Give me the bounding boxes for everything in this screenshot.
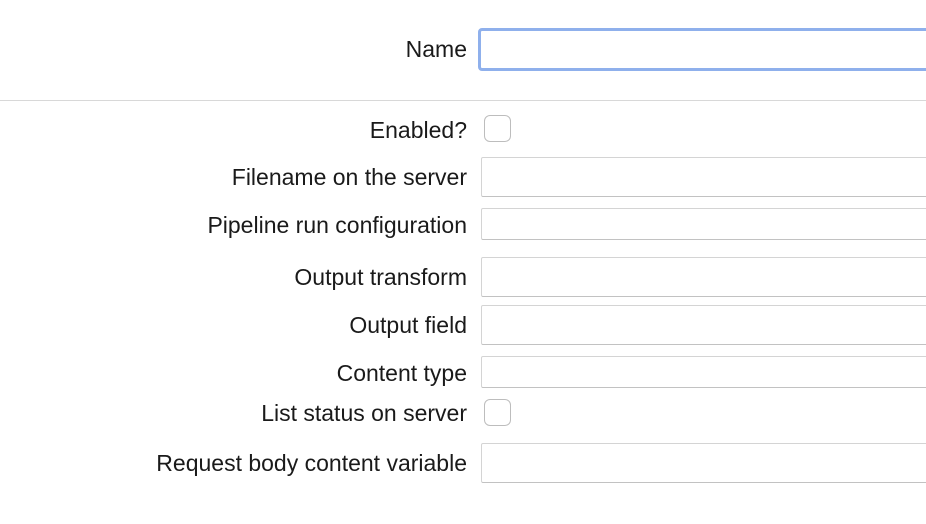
request-body-variable-label: Request body content variable	[156, 450, 467, 476]
pipeline-run-configuration-input[interactable]	[481, 208, 926, 240]
enabled-checkbox[interactable]	[484, 115, 511, 142]
content-type-input[interactable]	[481, 356, 926, 388]
output-field-label: Output field	[349, 312, 467, 338]
list-status-label: List status on server	[261, 400, 467, 426]
content-type-label: Content type	[336, 360, 467, 386]
section-divider	[0, 100, 926, 101]
list-status-checkbox[interactable]	[484, 399, 511, 426]
name-input[interactable]	[478, 28, 926, 71]
output-transform-input[interactable]	[481, 257, 926, 297]
request-body-variable-input[interactable]	[481, 443, 926, 483]
output-field-input[interactable]	[481, 305, 926, 345]
enabled-label: Enabled?	[369, 117, 467, 143]
output-transform-label: Output transform	[294, 264, 467, 290]
filename-input[interactable]	[481, 157, 926, 197]
pipeline-run-configuration-label: Pipeline run configuration	[207, 212, 467, 238]
name-label: Name	[405, 36, 467, 62]
filename-label: Filename on the server	[231, 164, 467, 190]
